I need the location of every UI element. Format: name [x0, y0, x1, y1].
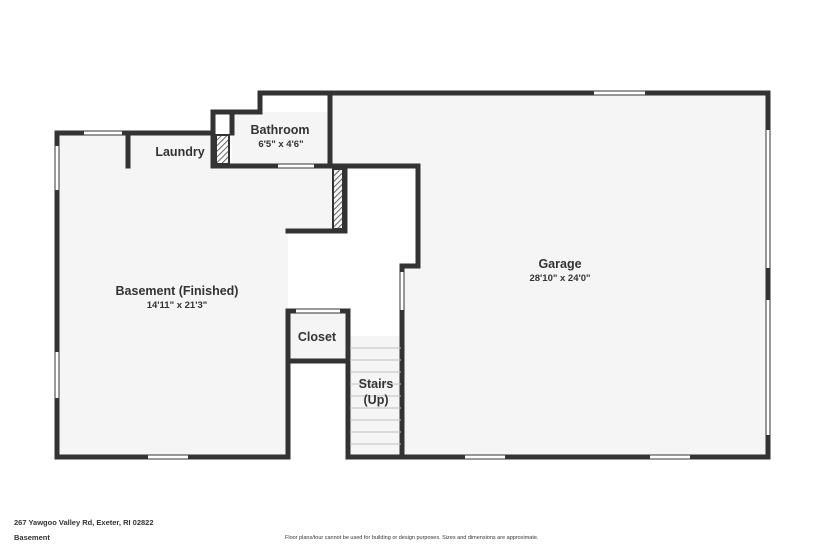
- hatched-shafts: [215, 134, 344, 230]
- stairs-direction-label: (Up): [364, 393, 389, 407]
- address-text: 267 Yawgoo Valley Rd, Exeter, RI 02822: [14, 518, 154, 527]
- garage-dims: 28'10" x 24'0": [529, 273, 590, 284]
- laundry-label: Laundry: [155, 145, 204, 159]
- bathroom-dims: 6'5" x 4'6": [258, 139, 303, 150]
- stairs-label: Stairs: [359, 377, 394, 391]
- bathroom-label: Bathroom: [250, 123, 309, 137]
- garage-label: Garage: [538, 257, 581, 271]
- basement-dims: 14'11" x 21'3": [147, 300, 208, 311]
- closet-label: Closet: [298, 330, 337, 344]
- disclaimer-text: Floor plans/tour cannot be used for buil…: [285, 535, 539, 541]
- windows: [55, 91, 770, 459]
- level-label: Basement: [14, 533, 50, 542]
- basement-label: Basement (Finished): [116, 284, 239, 298]
- stairs-treads: [350, 347, 401, 445]
